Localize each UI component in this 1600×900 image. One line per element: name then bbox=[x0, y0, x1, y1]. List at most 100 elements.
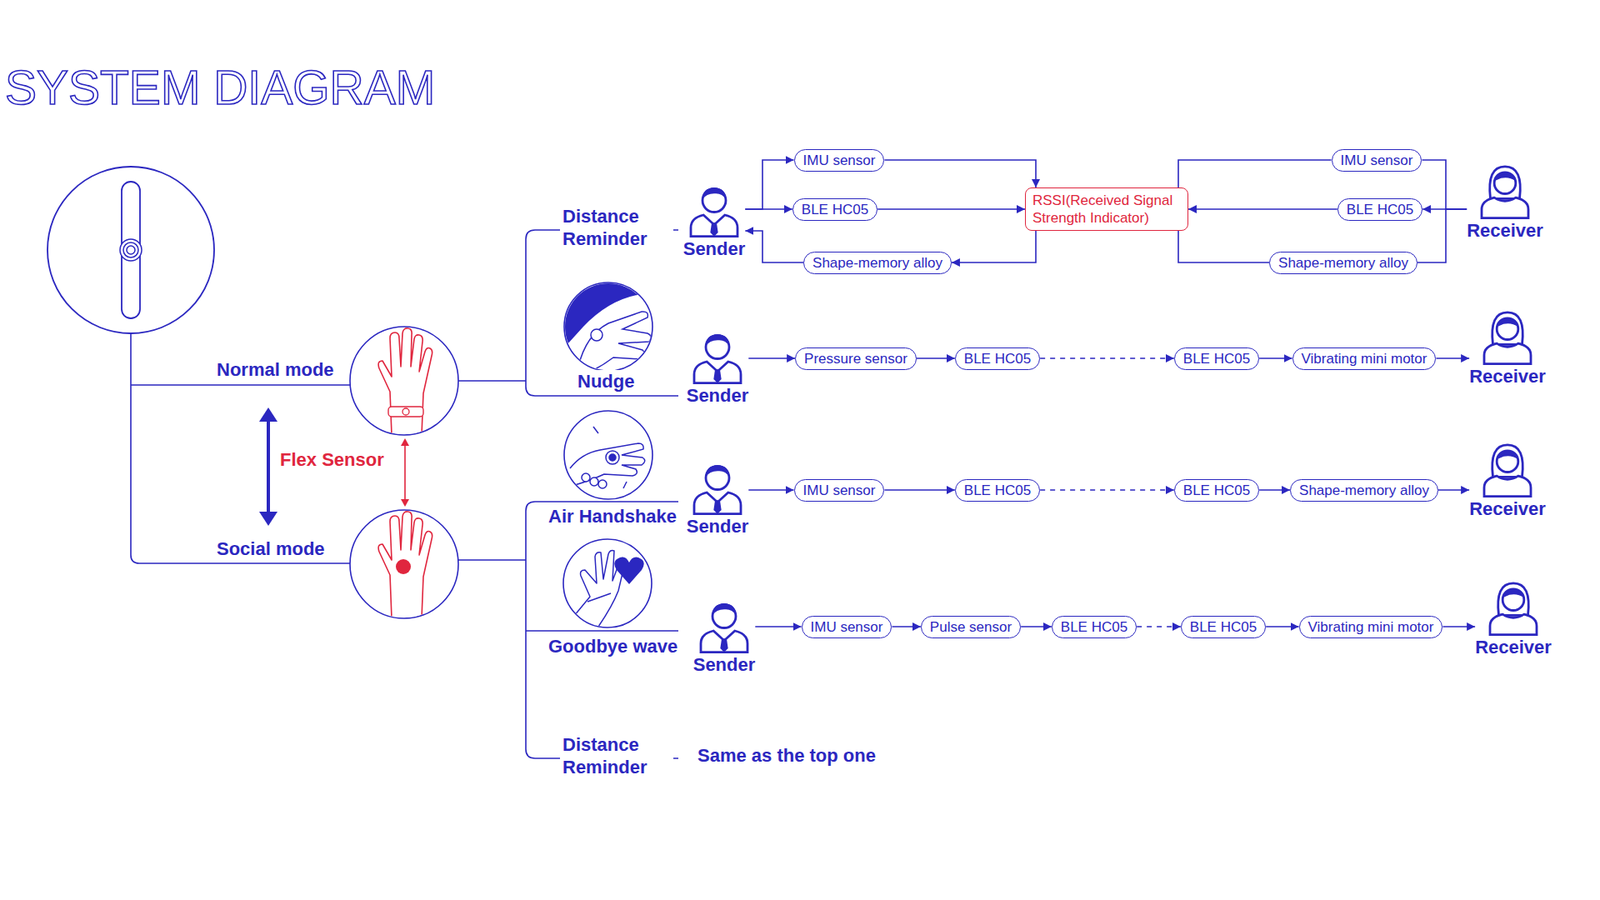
mode-label: Normal mode bbox=[214, 358, 337, 381]
component-pill: BLE HC05 bbox=[792, 198, 878, 221]
component-label: BLE HC05 bbox=[964, 481, 1031, 500]
component-pill: BLE HC05 bbox=[1337, 198, 1423, 221]
component-pill: Shape-memory alloy bbox=[1290, 479, 1439, 502]
signal-arrow bbox=[1438, 489, 1470, 491]
component-label: BLE HC05 bbox=[1060, 618, 1128, 636]
person-label: Receiver bbox=[1469, 365, 1546, 388]
signal-arrow bbox=[1188, 208, 1338, 210]
person-label: Sender bbox=[693, 654, 756, 676]
sender-icon bbox=[688, 457, 747, 516]
component-pill: Pulse sensor bbox=[920, 615, 1021, 639]
sender-node: Sender bbox=[686, 326, 750, 407]
signal-arrow bbox=[916, 357, 955, 360]
component-label: Vibrating mini motor bbox=[1308, 618, 1435, 636]
component-label: Shape-memory alloy bbox=[1278, 254, 1409, 272]
wireless-link bbox=[1040, 489, 1175, 491]
person-label: Sender bbox=[683, 238, 746, 260]
signal-arrow bbox=[1178, 230, 1270, 263]
signal-arrow bbox=[884, 489, 955, 491]
person-label: Receiver bbox=[1469, 498, 1546, 520]
receiver-icon bbox=[1478, 440, 1537, 499]
receiver-node: Receiver bbox=[1469, 307, 1546, 388]
mode-label: Nudge bbox=[575, 370, 637, 393]
signal-arrow bbox=[748, 357, 795, 360]
person-label: Sender bbox=[686, 515, 750, 538]
person-label: Receiver bbox=[1466, 220, 1544, 242]
component-label: RSSI(Received Signal Strength Indicator) bbox=[1032, 191, 1181, 227]
rssi-box: RSSI(Received Signal Strength Indicator) bbox=[1025, 187, 1189, 231]
signal-arrow bbox=[745, 230, 804, 263]
person-label: Receiver bbox=[1475, 636, 1552, 659]
signal-arrow bbox=[1421, 160, 1467, 210]
component-pill: BLE HC05 bbox=[1174, 347, 1260, 370]
signal-arrow bbox=[1259, 357, 1292, 360]
receiver-node: Receiver bbox=[1469, 440, 1546, 520]
signal-arrow bbox=[1259, 489, 1290, 491]
signal-arrow bbox=[877, 208, 1025, 210]
component-pill: IMU sensor bbox=[794, 149, 885, 172]
mode-label: Distance Reminder bbox=[560, 733, 674, 779]
mode-label: Air Handshake bbox=[545, 505, 680, 528]
diagram-title: SYSTEM DIAGRAM bbox=[5, 60, 435, 115]
component-label: Vibrating mini motor bbox=[1301, 350, 1428, 368]
sender-node: Sender bbox=[683, 180, 746, 260]
signal-arrow bbox=[1435, 357, 1470, 360]
mode-label: Same as the top one bbox=[695, 744, 879, 767]
component-label: BLE HC05 bbox=[964, 350, 1031, 368]
component-label: Pulse sensor bbox=[930, 618, 1012, 636]
signal-arrow bbox=[1020, 625, 1052, 628]
sensor-label: Flex Sensor bbox=[277, 448, 387, 471]
sender-node: Sender bbox=[686, 457, 750, 538]
sender-node: Sender bbox=[693, 595, 756, 676]
component-label: BLE HC05 bbox=[1183, 481, 1250, 500]
wireless-link bbox=[1040, 357, 1175, 360]
signal-arrow bbox=[748, 489, 794, 491]
receiver-node: Receiver bbox=[1475, 578, 1552, 659]
component-label: BLE HC05 bbox=[1190, 618, 1257, 636]
mode-label: Distance Reminder bbox=[560, 205, 674, 250]
signal-arrow bbox=[745, 208, 793, 210]
sender-icon bbox=[685, 180, 744, 239]
component-pill: BLE HC05 bbox=[1174, 479, 1260, 502]
signal-arrow bbox=[745, 160, 794, 210]
signal-arrow bbox=[951, 230, 1036, 263]
component-label: IMU sensor bbox=[803, 481, 876, 500]
component-pill: Shape-memory alloy bbox=[803, 251, 952, 275]
component-label: IMU sensor bbox=[803, 151, 876, 170]
component-pill: BLE HC05 bbox=[955, 347, 1040, 370]
signal-arrow bbox=[1442, 625, 1475, 628]
sender-icon bbox=[695, 595, 754, 655]
component-label: IMU sensor bbox=[810, 618, 884, 636]
component-pill: IMU sensor bbox=[794, 479, 885, 502]
signal-arrow bbox=[1178, 160, 1332, 188]
signal-arrow bbox=[891, 625, 920, 628]
receiver-icon bbox=[1478, 307, 1537, 366]
component-label: Shape-memory alloy bbox=[1299, 481, 1430, 500]
signal-arrow bbox=[1265, 625, 1299, 628]
receiver-node: Receiver bbox=[1466, 161, 1544, 242]
component-pill: BLE HC05 bbox=[955, 479, 1040, 502]
component-pill: IMU sensor bbox=[801, 615, 893, 639]
signal-arrow bbox=[884, 160, 1036, 188]
signal-arrow bbox=[755, 625, 801, 628]
component-label: BLE HC05 bbox=[801, 200, 869, 219]
component-label: Shape-memory alloy bbox=[812, 254, 943, 272]
component-label: BLE HC05 bbox=[1346, 200, 1414, 219]
component-pill: IMU sensor bbox=[1331, 149, 1423, 172]
component-pill: BLE HC05 bbox=[1180, 615, 1266, 639]
component-pill: Pressure sensor bbox=[795, 347, 917, 370]
component-label: IMU sensor bbox=[1340, 151, 1414, 170]
component-pill: Shape-memory alloy bbox=[1269, 251, 1418, 275]
person-label: Sender bbox=[686, 385, 750, 407]
component-pill: Vibrating mini motor bbox=[1299, 615, 1444, 639]
receiver-icon bbox=[1475, 161, 1535, 220]
mode-label: Social mode bbox=[214, 537, 328, 560]
mode-label: Goodbye wave bbox=[545, 635, 680, 658]
component-pill: BLE HC05 bbox=[1051, 615, 1137, 639]
component-label: BLE HC05 bbox=[1183, 350, 1250, 368]
wireless-link bbox=[1136, 625, 1181, 628]
signal-arrow bbox=[1417, 209, 1467, 263]
sender-icon bbox=[688, 326, 747, 385]
component-label: Pressure sensor bbox=[804, 350, 908, 368]
